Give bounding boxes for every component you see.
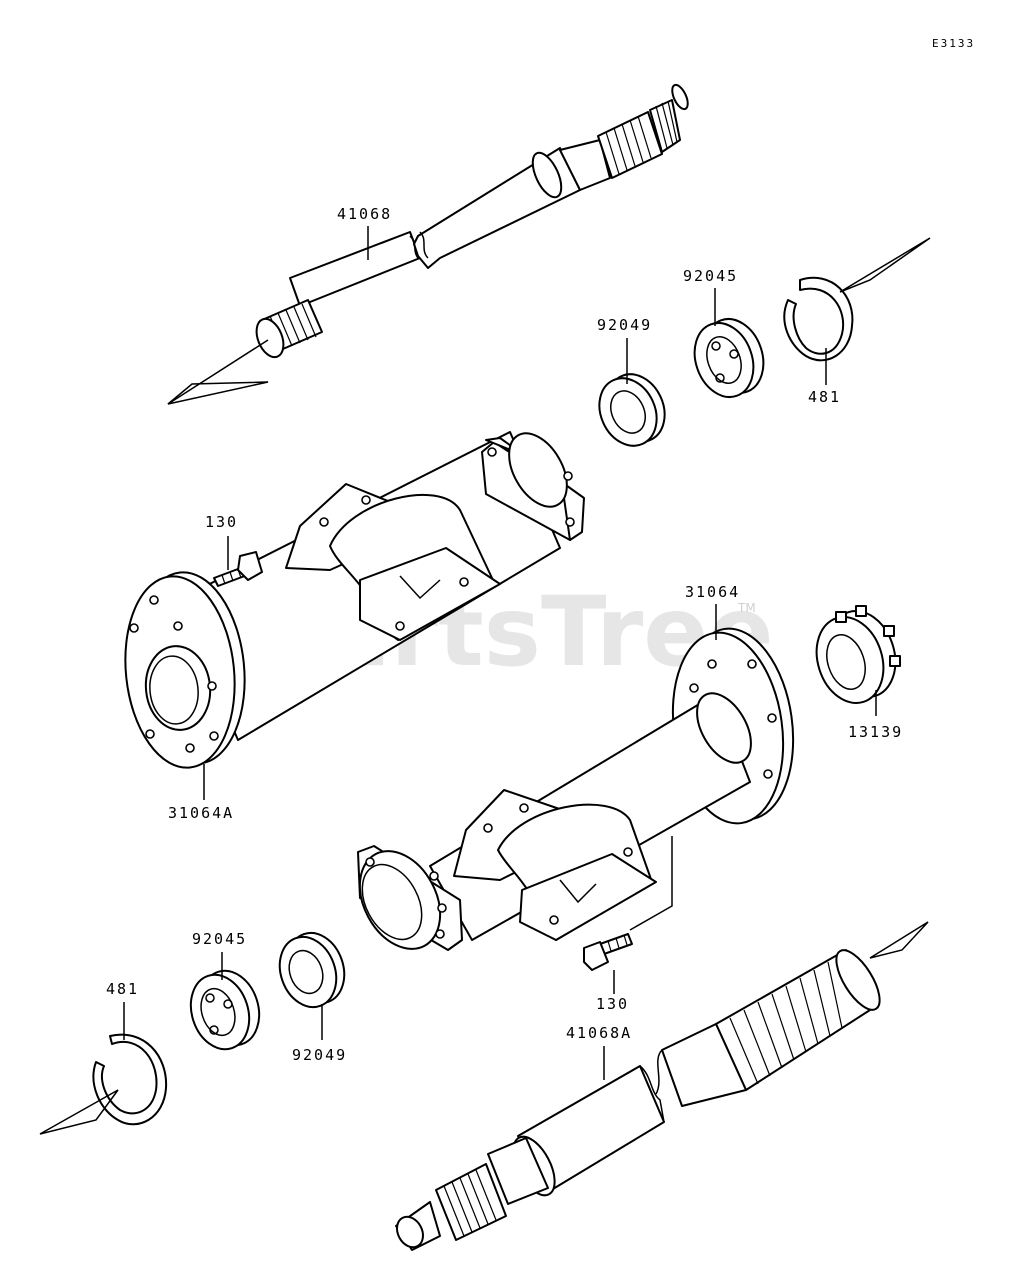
- label-92045-top: 92045: [683, 267, 738, 326]
- retaining-ring-481-bottom[interactable]: [92, 1033, 168, 1126]
- label-130-bottom: 130: [596, 970, 629, 1013]
- bearing-92045-bottom[interactable]: [182, 963, 269, 1057]
- axis-line-left-top: [167, 339, 269, 405]
- label-92049-bottom: 92049: [292, 1004, 347, 1064]
- svg-text:481: 481: [808, 388, 841, 406]
- leader-130-bottom: [629, 836, 673, 931]
- label-41068A: 41068A: [566, 1024, 632, 1080]
- watermark-tm: TM: [737, 601, 756, 615]
- label-41068: 41068: [337, 205, 392, 260]
- seal-92049-bottom[interactable]: [270, 925, 353, 1015]
- axle-housing-31064A[interactable]: [116, 423, 585, 773]
- axis-arrow-left-top: [167, 381, 269, 405]
- label-13139: 13139: [848, 690, 903, 741]
- bolt-130-top[interactable]: [213, 551, 263, 587]
- seal-92049-top[interactable]: [589, 365, 676, 455]
- shaft-41068A[interactable]: [392, 944, 888, 1252]
- axis-arrow-right-bottom: [869, 921, 929, 959]
- svg-text:31064A: 31064A: [168, 804, 234, 822]
- svg-text:41068: 41068: [337, 205, 392, 223]
- svg-text:92045: 92045: [683, 267, 738, 285]
- diagram-code: E3133: [932, 37, 975, 50]
- svg-text:130: 130: [596, 995, 629, 1013]
- axle-housing-31064[interactable]: [344, 621, 805, 962]
- bearing-92045-top[interactable]: [685, 311, 774, 406]
- label-92045-bottom: 92045: [192, 930, 247, 980]
- bolt-130-bottom[interactable]: [583, 933, 633, 971]
- label-130-top: 130: [205, 513, 238, 570]
- label-92049-top: 92049: [597, 316, 652, 384]
- nut-13139[interactable]: [806, 602, 906, 711]
- svg-text:13139: 13139: [848, 723, 903, 741]
- svg-text:41068A: 41068A: [566, 1024, 632, 1042]
- svg-text:92049: 92049: [597, 316, 652, 334]
- retaining-ring-481-top[interactable]: [783, 277, 854, 362]
- label-481-bottom: 481: [106, 980, 139, 1040]
- svg-text:92049: 92049: [292, 1046, 347, 1064]
- svg-text:130: 130: [205, 513, 238, 531]
- svg-text:31064: 31064: [685, 583, 740, 601]
- svg-text:481: 481: [106, 980, 139, 998]
- label-31064: 31064: [685, 583, 740, 640]
- axis-arrow-left-bottom: [39, 1089, 119, 1135]
- label-481-top: 481: [808, 348, 841, 406]
- axis-arrow-right-top: [839, 237, 931, 293]
- svg-text:92045: 92045: [192, 930, 247, 948]
- label-31064A: 31064A: [168, 764, 234, 822]
- shaft-41068[interactable]: [251, 83, 691, 361]
